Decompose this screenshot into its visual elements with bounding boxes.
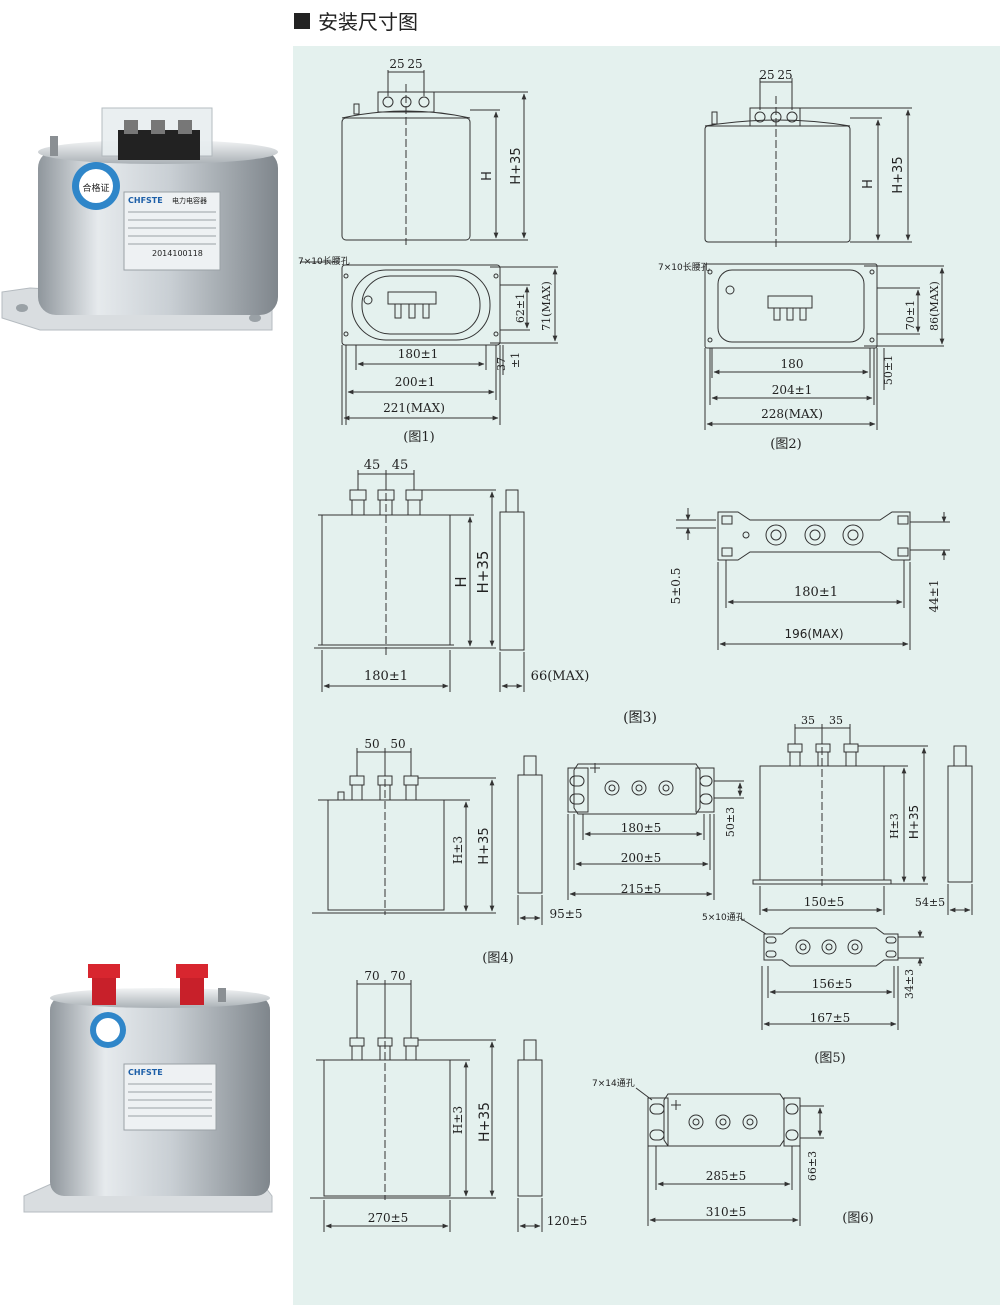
figure-5 [739,724,973,1030]
fig3-w3: 196(MAX) [784,627,843,641]
label-title: 电力电容器 [172,196,207,205]
fig1-h35: H+35 [509,147,524,184]
fig3-caption: (图3) [623,710,657,726]
label-date: 2014100118 [152,249,203,258]
fig1-w2: 200±1 [395,375,436,389]
fig3-h35: H+35 [474,551,492,594]
fig2-w3: 228(MAX) [761,407,823,421]
fig4-w1: 180±5 [621,821,662,835]
figure-2 [704,78,945,430]
figure-4 [312,748,744,925]
figure-1 [300,70,558,425]
fig4-h: H±3 [451,836,465,864]
fig5-w3: 167±5 [810,1011,851,1025]
fig4-w2: 200±5 [621,851,662,865]
fig5-w2: 156±5 [812,977,853,991]
fig6-hole: 7×14通孔 [592,1078,635,1089]
fig5-h: H±3 [888,813,901,839]
seal-text: 合格证 [82,182,109,194]
fig2-caption: (图2) [770,437,801,452]
fig3-w1: 180±1 [364,669,408,684]
fig1-h: H [480,171,495,181]
fig4-caption: (图4) [482,951,513,966]
fig6-v1: 66±3 [806,1151,819,1181]
fig2-v2: 86(MAX) [928,281,941,331]
fig4-h35: H+35 [477,827,492,864]
fig5-hole: 5×10通孔 [702,912,745,923]
fig2-h35: H+35 [891,156,906,193]
fig4-d2: 50 [390,737,405,751]
section-title: 安装尺寸图 [318,10,418,34]
fig1-d2: 25 [407,57,422,71]
fig6-side: 120±5 [547,1214,588,1228]
fig6-d1: 70 [364,969,379,983]
fig3-v2: 44±1 [927,580,941,613]
fig3-w2: 180±1 [794,585,838,600]
fig2-v3: 50±1 [882,355,895,385]
fig1-d1: 25 [389,57,404,71]
fig2-d1: 25 [759,68,774,82]
fig4-side: 95±5 [550,907,583,921]
fig5-d1: 35 [801,714,815,727]
fig6-w3: 310±5 [706,1205,747,1219]
fig5-h35: H+35 [907,805,921,839]
fig6-w1: 270±5 [368,1211,409,1225]
fig6-h: H±3 [451,1106,465,1134]
fig1-w1: 180±1 [398,347,439,361]
fig1-w3: 221(MAX) [383,401,445,415]
square-bullet-icon [294,12,310,29]
fig3-d1: 45 [364,458,381,473]
fig6-caption: (图6) [842,1211,873,1226]
label-brand-2: CHFSTE [128,1068,163,1077]
fig2-w2: 204±1 [772,383,813,397]
fig6-h35: H+35 [477,1102,493,1142]
fig3-v1: 5±0.5 [669,568,683,605]
fig6-w2: 285±5 [706,1169,747,1183]
fig5-caption: (图5) [814,1051,845,1066]
fig6-d2: 70 [390,969,405,983]
fig1-v3: 37 [495,357,508,371]
figure-3 [314,470,950,692]
fig4-d1: 50 [364,737,379,751]
fig5-w1: 150±5 [804,895,845,909]
fig3-side: 66(MAX) [531,669,590,684]
capacitor-photo-1: 合格证 CHFSTE 电力电容器 2014100118 [1,107,278,331]
fig3-d2: 45 [392,458,409,473]
fig1-hole: 7×10长腰孔 [298,255,350,267]
figure-6 [310,980,824,1232]
capacitor-photo-2: CHFSTE [23,964,273,1213]
fig4-v1: 50±3 [724,807,737,837]
fig1-caption: (图1) [403,430,434,445]
fig5-v1: 34±3 [903,969,916,999]
fig1-v2: 71(MAX) [540,281,553,331]
fig5-side: 54±5 [915,896,945,909]
section-header: 安装尺寸图 [294,6,418,35]
fig2-w1: 180 [781,357,804,371]
fig2-d2: 25 [777,68,792,82]
fig3-h: H [452,576,470,587]
fig2-h: H [861,179,876,189]
fig1-v1: 62±1 [514,293,527,323]
fig5-d2: 35 [829,714,843,727]
fig2-v1: 70±1 [904,300,917,330]
fig4-w3: 215±5 [621,882,662,896]
fig2-hole: 7×10长腰孔 [658,261,710,273]
fig1-v3b: ±1 [509,352,522,368]
drawing-panel [293,46,1000,1305]
label-brand: CHFSTE [128,196,163,205]
